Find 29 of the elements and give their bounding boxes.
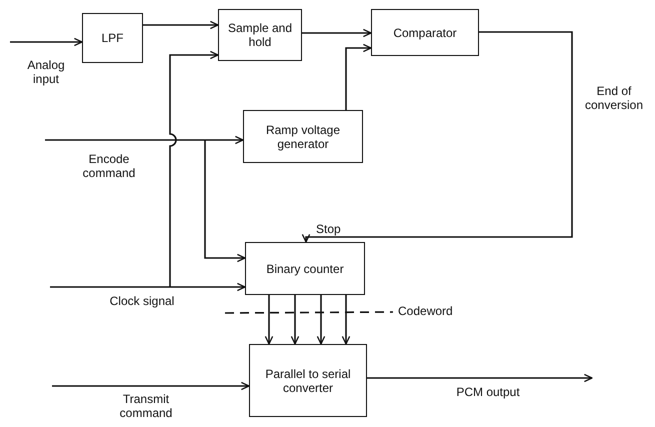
block-label: Ramp voltage generator <box>264 122 342 150</box>
arrow <box>169 50 219 287</box>
block-label: Comparator <box>393 26 457 40</box>
arrow <box>50 282 246 292</box>
block-label: LPF <box>101 31 124 45</box>
arrow <box>345 44 372 110</box>
process-box <box>371 9 479 56</box>
block-label: Parallel to serial converter <box>264 366 352 394</box>
arrow <box>342 295 350 345</box>
block-label: Sample and hold <box>226 21 294 49</box>
block-label: Binary counter <box>266 262 344 276</box>
arrow <box>10 38 83 46</box>
arrow <box>143 20 219 30</box>
arrow <box>45 136 244 144</box>
arrow <box>316 295 326 345</box>
arrow <box>302 28 372 38</box>
process-box <box>245 242 365 295</box>
arrow <box>264 295 274 345</box>
process-box <box>218 9 302 61</box>
process-box <box>243 110 363 163</box>
arrow <box>52 382 250 390</box>
arrow <box>302 31 573 243</box>
annotation-label: Stop <box>316 222 341 236</box>
process-box <box>249 344 367 417</box>
arrow <box>204 140 246 262</box>
process-box <box>82 13 143 63</box>
arrow <box>290 295 300 345</box>
arrow <box>367 374 593 382</box>
annotation-label: Codeword <box>398 304 453 318</box>
